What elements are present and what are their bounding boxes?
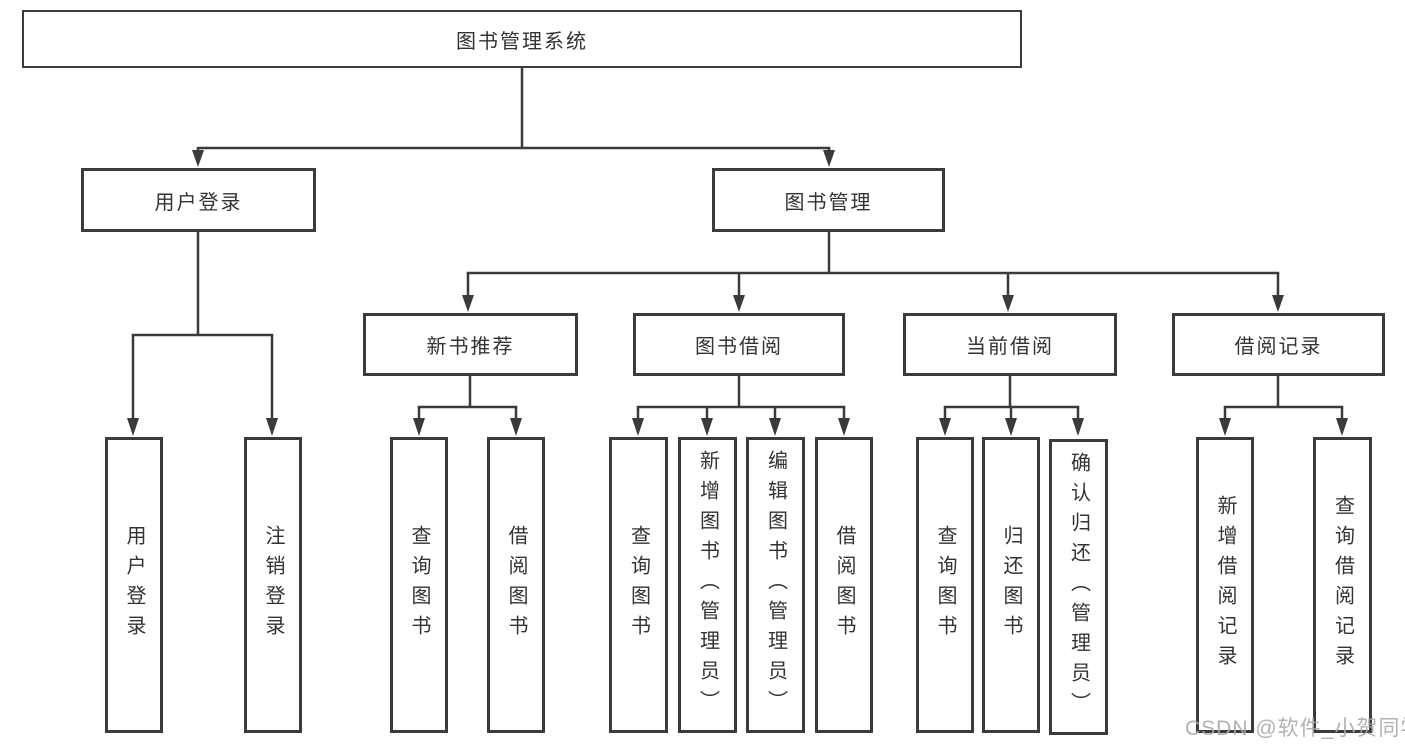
node-label: 图书借阅 [695, 336, 783, 358]
leaf-query-borrow-record: 查询借阅记录 [1313, 437, 1372, 733]
leaf-query-books-recommend: 查询图书 [390, 437, 448, 733]
node-label: 新增图书（管理员） [696, 450, 719, 720]
node-book-borrowing: 图书借阅 [633, 313, 845, 376]
node-label: 图书管理系统 [456, 30, 588, 53]
node-label: 用户登录 [154, 191, 243, 214]
leaf-borrow-books: 借阅图书 [815, 437, 873, 733]
node-new-book-recommend: 新书推荐 [363, 313, 578, 376]
node-label: 查询图书 [408, 525, 430, 645]
leaf-logout: 注销登录 [244, 437, 302, 733]
arrowheads [127, 150, 1348, 436]
node-label: 确认归还（管理员） [1067, 452, 1090, 722]
leaf-query-books-current: 查询图书 [916, 437, 974, 733]
node-label: 注销登录 [262, 525, 284, 645]
node-library-management-system: 图书管理系统 [22, 10, 1022, 68]
node-label: 图书管理 [784, 191, 873, 214]
node-label: 用户登录 [123, 525, 145, 645]
node-label: 借阅记录 [1234, 336, 1323, 358]
node-label: 查询借阅记录 [1331, 495, 1354, 675]
leaf-return-books: 归还图书 [982, 437, 1040, 733]
node-label: 借阅图书 [833, 525, 855, 645]
leaf-borrow-books-recommend: 借阅图书 [487, 437, 545, 733]
leaf-add-borrow-record: 新增借阅记录 [1196, 437, 1254, 733]
node-current-borrowing: 当前借阅 [903, 313, 1117, 376]
leaf-query-books-borrow: 查询图书 [609, 437, 668, 733]
leaf-user-login: 用户登录 [105, 437, 163, 733]
node-label: 查询图书 [934, 525, 956, 645]
node-borrowing-records: 借阅记录 [1172, 313, 1385, 376]
leaf-add-book-admin: 新增图书（管理员） [678, 437, 737, 733]
node-label: 当前借阅 [966, 336, 1054, 358]
node-label: 编辑图书（管理员） [764, 450, 787, 720]
node-label: 归还图书 [1000, 525, 1022, 645]
leaf-confirm-return-admin: 确认归还（管理员） [1049, 439, 1108, 735]
leaf-edit-book-admin: 编辑图书（管理员） [746, 437, 805, 733]
node-label: 新书推荐 [426, 336, 515, 358]
node-book-management: 图书管理 [712, 168, 945, 232]
node-label: 借阅图书 [505, 525, 527, 645]
csdn-watermark: CSDN @软件_小贺同学 [1185, 717, 1405, 740]
node-label: 新增借阅记录 [1214, 495, 1236, 675]
node-label: 查询图书 [627, 525, 650, 645]
node-user-login: 用户登录 [81, 168, 316, 232]
